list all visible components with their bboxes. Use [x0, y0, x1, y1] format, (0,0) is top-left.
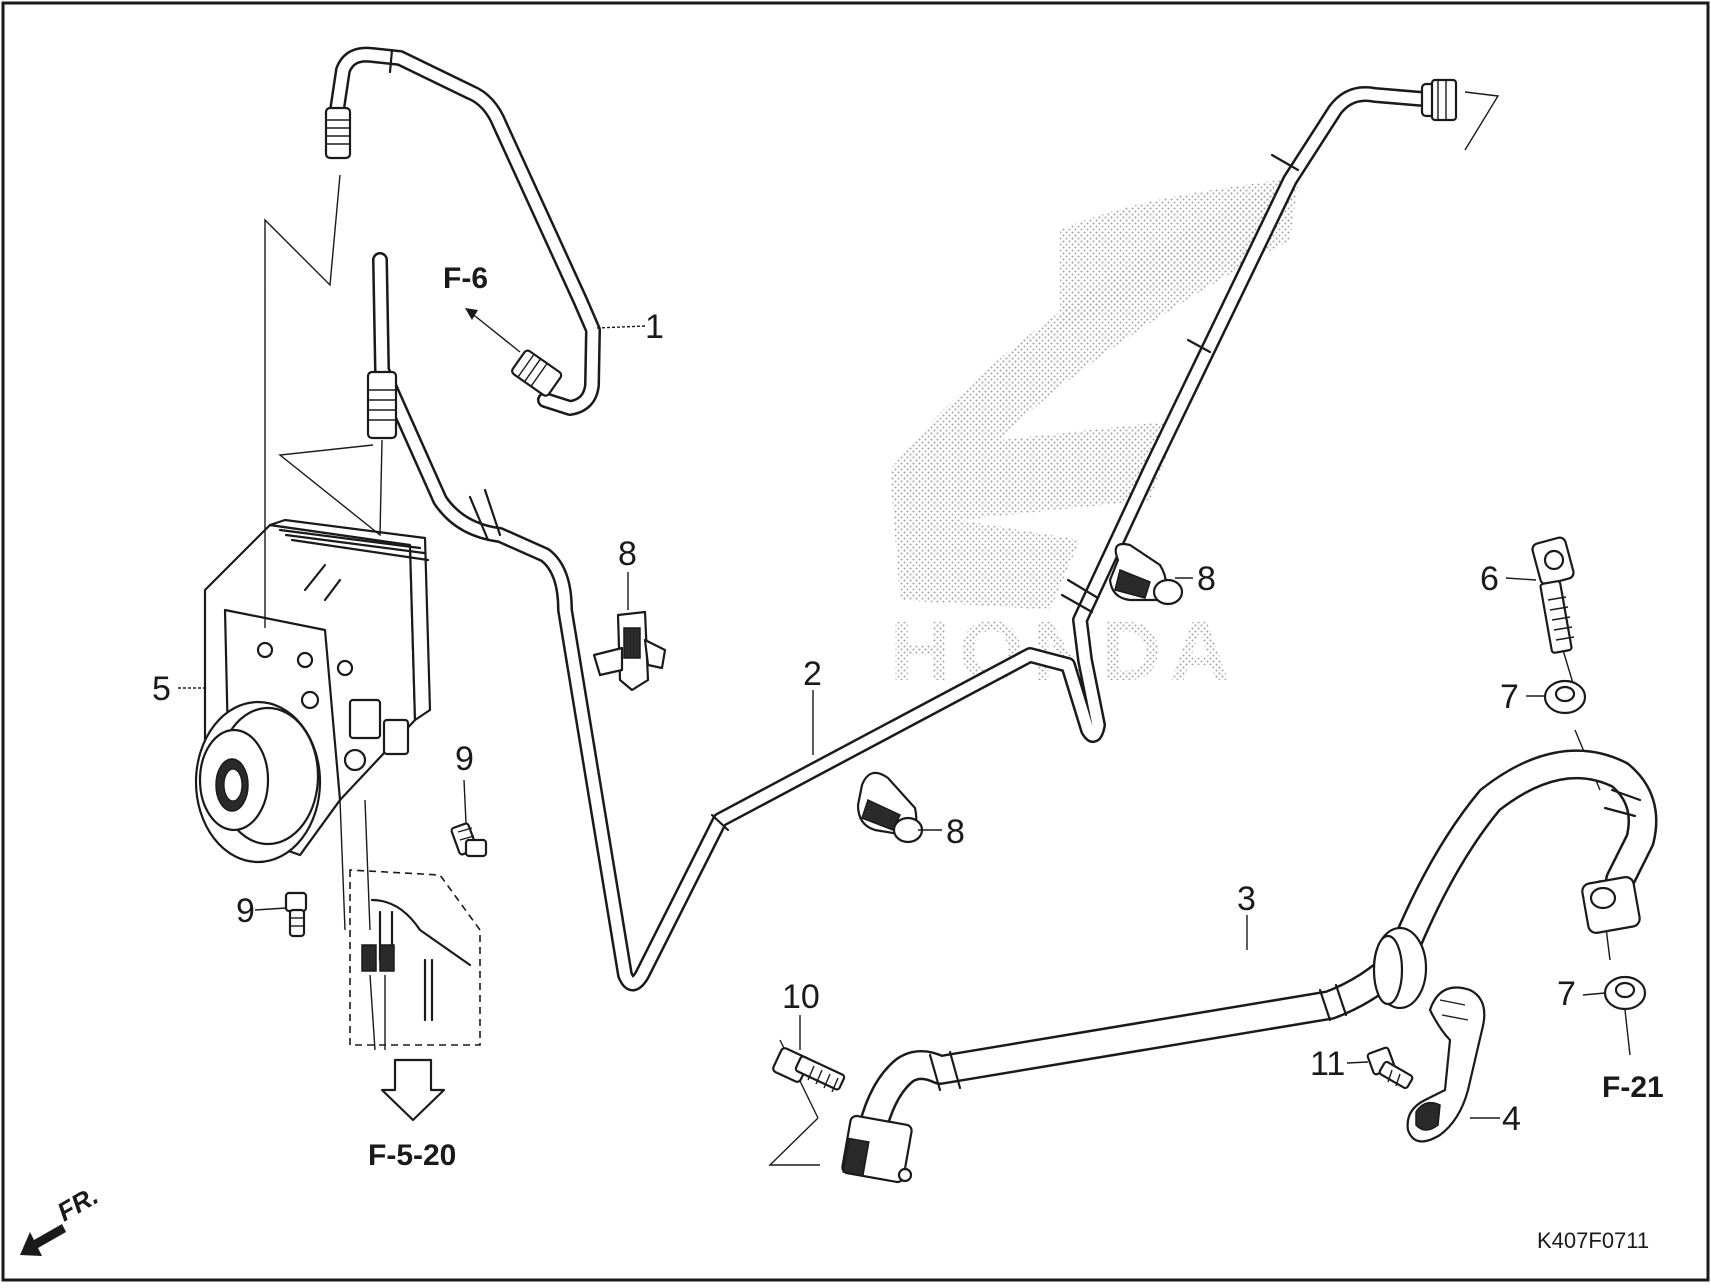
callout-2: 2: [803, 655, 822, 693]
callout-8b: 8: [1197, 560, 1216, 598]
callout-9b: 9: [236, 892, 255, 930]
wiring-detail-box: [349, 869, 481, 1051]
callout-10: 10: [782, 978, 820, 1016]
front-marker-label: FR.: [52, 1180, 103, 1227]
sealing-washer-7-a: [1543, 679, 1587, 715]
callout-11: 11: [1310, 1045, 1345, 1083]
ref-label-f6: F-6: [443, 262, 488, 295]
drawing-code: K407F0711: [1537, 1228, 1649, 1253]
callout-leaders: [178, 325, 1606, 1119]
abs-modulator-5: [194, 518, 432, 864]
bolt-9-b: [284, 891, 308, 938]
callout-7b: 7: [1557, 975, 1576, 1013]
callout-5: 5: [152, 670, 171, 708]
brake-pipe-2: [366, 78, 1458, 992]
callout-1: 1: [645, 308, 664, 346]
bolt-9-a: [450, 822, 488, 858]
sealing-washer-7-b: [1603, 975, 1647, 1011]
brake-hose-3: [841, 749, 1658, 1184]
callout-7a: 7: [1500, 678, 1519, 716]
ref-arrow-f520: [380, 1058, 446, 1122]
honda-watermark-text: HONDA: [890, 604, 1238, 698]
brake-pipe-1: [324, 46, 601, 416]
bolt-11: [1366, 1046, 1414, 1090]
callout-6: 6: [1480, 560, 1499, 598]
callout-8a: 8: [618, 535, 637, 573]
ref-label-f520: F-5-20: [368, 1139, 456, 1172]
front-direction-arrow: [20, 1224, 66, 1256]
callout-9a: 9: [455, 740, 474, 778]
clamp-8-c: [856, 771, 924, 844]
callout-4: 4: [1502, 1100, 1521, 1138]
clamp-8-a: [592, 610, 667, 692]
clamp-8-b: [1108, 542, 1184, 606]
honda-wing-watermark: HONDA: [890, 170, 1300, 698]
ref-arrow-f6: [465, 308, 521, 353]
ref-label-f21: F-21: [1602, 1071, 1664, 1104]
callout-3: 3: [1237, 880, 1256, 918]
bolt-10: [772, 1047, 846, 1093]
callout-8c: 8: [946, 813, 965, 851]
banjo-bolt-6: [1531, 536, 1575, 654]
hose-clamp-4: [1406, 986, 1486, 1143]
